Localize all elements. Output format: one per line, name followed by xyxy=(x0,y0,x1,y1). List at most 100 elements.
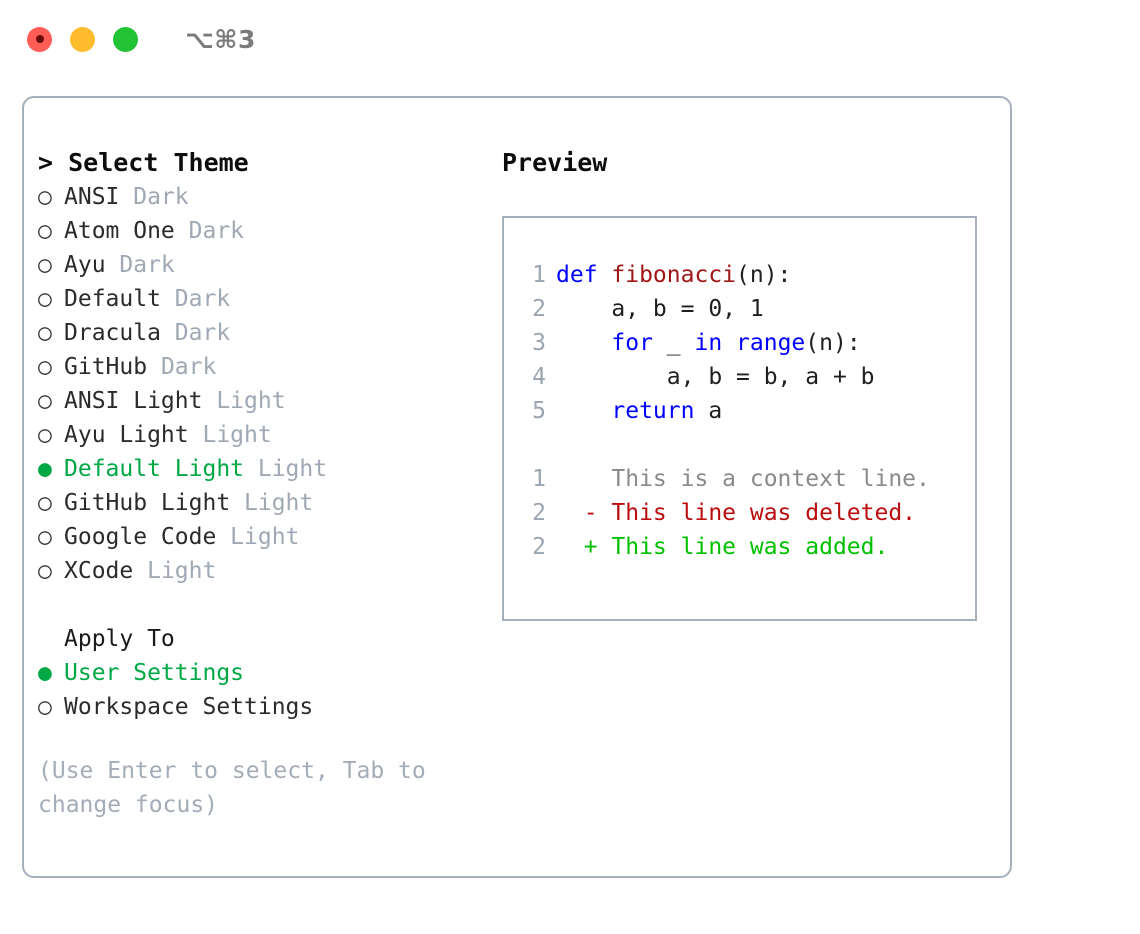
code-token: _ xyxy=(652,330,695,356)
theme-list-item[interactable]: ○Ayu Light Light xyxy=(38,418,493,452)
theme-kind-label: Dark xyxy=(147,354,217,380)
theme-name: ANSI xyxy=(64,184,120,210)
theme-kind-label: Dark xyxy=(119,184,189,210)
diff-line-text: This is a context line. xyxy=(556,466,930,492)
code-token: return xyxy=(611,398,695,424)
diff-sample: 1 This is a context line.2 - This line w… xyxy=(518,462,975,564)
keyboard-hint: (Use Enter to select, Tab to change focu… xyxy=(38,758,440,818)
theme-kind-label: Light xyxy=(133,558,217,584)
theme-kind-label: Light xyxy=(202,388,286,414)
diff-line: 2 - This line was deleted. xyxy=(518,496,975,530)
radio-unselected-icon: ○ xyxy=(38,490,52,516)
radio-unselected-icon: ○ xyxy=(38,388,52,414)
theme-selector-dialog: > Select Theme ○ANSI Dark○Atom One Dark○… xyxy=(22,96,1012,878)
theme-name: GitHub xyxy=(64,354,148,380)
theme-list-item[interactable]: ○ ANSI Dark xyxy=(38,180,493,214)
code-line: 5 return a xyxy=(518,394,975,428)
theme-list-item[interactable]: ○GitHub Light Light xyxy=(38,486,493,520)
code-line: 3 for _ in range(n): xyxy=(518,326,975,360)
code-token xyxy=(722,330,736,356)
radio-unselected-icon: ○ xyxy=(38,558,52,584)
maximize-window-button[interactable] xyxy=(113,26,138,52)
radio-unselected-icon: ○ xyxy=(38,252,52,278)
theme-list[interactable]: ○ANSI Dark○Atom One Dark○Ayu Dark○Defaul… xyxy=(38,180,493,588)
theme-kind-label: Dark xyxy=(105,252,175,278)
code-token: in xyxy=(694,330,723,356)
radio-unselected-icon: ○ xyxy=(38,320,52,346)
code-token: a, b = b, a + b xyxy=(556,364,875,390)
window-title: ⌥⌘3 xyxy=(185,24,256,54)
theme-kind-label: Light xyxy=(244,456,328,482)
code-line: 4 a, b = b, a + b xyxy=(518,360,975,394)
code-token: a xyxy=(694,398,723,424)
theme-kind-label: Dark xyxy=(174,218,245,244)
apply-to-list[interactable]: ● User Settings ○ Workspace Settings xyxy=(38,656,493,724)
theme-list-panel: > Select Theme ○ANSI Dark○Atom One Dark○… xyxy=(38,146,493,822)
theme-list-item[interactable]: ○ Dracula Dark xyxy=(38,316,493,350)
theme-list-item[interactable]: ○ Default Dark xyxy=(38,282,493,316)
code-token xyxy=(556,398,611,424)
diff-line-text: - This line was deleted. xyxy=(556,500,917,526)
code-line: 2 a, b = 0, 1 xyxy=(518,292,975,326)
apply-to-label: User Settings xyxy=(64,660,245,686)
window-titlebar: ⌥⌘3 xyxy=(0,0,1140,78)
code-token: fibonacci xyxy=(611,262,737,288)
theme-kind-label: Light xyxy=(230,490,314,516)
code-line-number: 5 xyxy=(532,398,546,424)
theme-kind-label: Dark xyxy=(160,286,231,312)
code-line-number: 2 xyxy=(532,296,546,322)
code-token: (n): xyxy=(736,262,792,288)
code-line-number: 3 xyxy=(532,330,546,356)
theme-list-item[interactable]: ○ANSI Light Light xyxy=(38,384,493,418)
radio-selected-icon: ● xyxy=(38,660,52,686)
radio-unselected-icon: ○ xyxy=(38,422,52,448)
theme-list-item[interactable]: ○GitHub Dark xyxy=(38,350,493,384)
theme-name: Dracula xyxy=(64,320,161,346)
code-token: def xyxy=(556,262,612,288)
traffic-light-group xyxy=(27,26,138,52)
theme-name: Ayu Light xyxy=(64,422,189,448)
theme-list-item[interactable]: ●Default Light Light xyxy=(38,452,493,486)
code-token: range xyxy=(736,330,806,356)
theme-list-item[interactable]: ○ Atom One Dark xyxy=(38,214,493,248)
code-line-text: a, b = 0, 1 xyxy=(556,292,764,326)
preview-gap xyxy=(518,428,975,462)
theme-name: Atom One xyxy=(64,218,175,244)
apply-to-option[interactable]: ● User Settings xyxy=(38,656,493,690)
code-line-text: return a xyxy=(556,394,722,428)
radio-unselected-icon: ○ xyxy=(38,694,52,720)
apply-to-label: Workspace Settings xyxy=(64,694,314,720)
apply-to-option[interactable]: ○ Workspace Settings xyxy=(38,690,493,724)
apply-to-header: Apply To xyxy=(64,626,175,652)
theme-name: XCode xyxy=(64,558,134,584)
close-window-button[interactable] xyxy=(27,26,52,52)
list-spacer xyxy=(38,588,493,622)
radio-selected-icon: ● xyxy=(38,456,52,482)
theme-name: Default xyxy=(64,286,161,312)
code-line-text: for _ in range(n): xyxy=(556,326,860,360)
code-token: a, b = 0, 1 xyxy=(556,296,764,322)
diff-line: 1 This is a context line. xyxy=(518,462,975,496)
preview-title: Preview xyxy=(502,148,608,177)
theme-list-item[interactable]: ○Google Code Light xyxy=(38,520,493,554)
theme-kind-label: Dark xyxy=(160,320,231,346)
radio-unselected-icon: ○ xyxy=(38,184,52,210)
code-line-text: def fibonacci(n): xyxy=(556,258,791,292)
diff-line-text: + This line was added. xyxy=(556,534,889,560)
minimize-window-button[interactable] xyxy=(70,26,95,52)
theme-name: Google Code xyxy=(64,524,217,550)
code-line-number: 4 xyxy=(532,364,546,390)
theme-list-item[interactable]: ○Ayu Dark xyxy=(38,248,493,282)
radio-unselected-icon: ○ xyxy=(38,524,52,550)
diff-line: 2 + This line was added. xyxy=(518,530,975,564)
theme-list-item[interactable]: ○ XCode Light xyxy=(38,554,493,588)
code-token xyxy=(556,330,611,356)
radio-unselected-icon: ○ xyxy=(38,286,52,312)
radio-unselected-icon: ○ xyxy=(38,218,52,244)
diff-line-number: 2 xyxy=(532,500,546,526)
code-line-text: a, b = b, a + b xyxy=(556,360,875,394)
